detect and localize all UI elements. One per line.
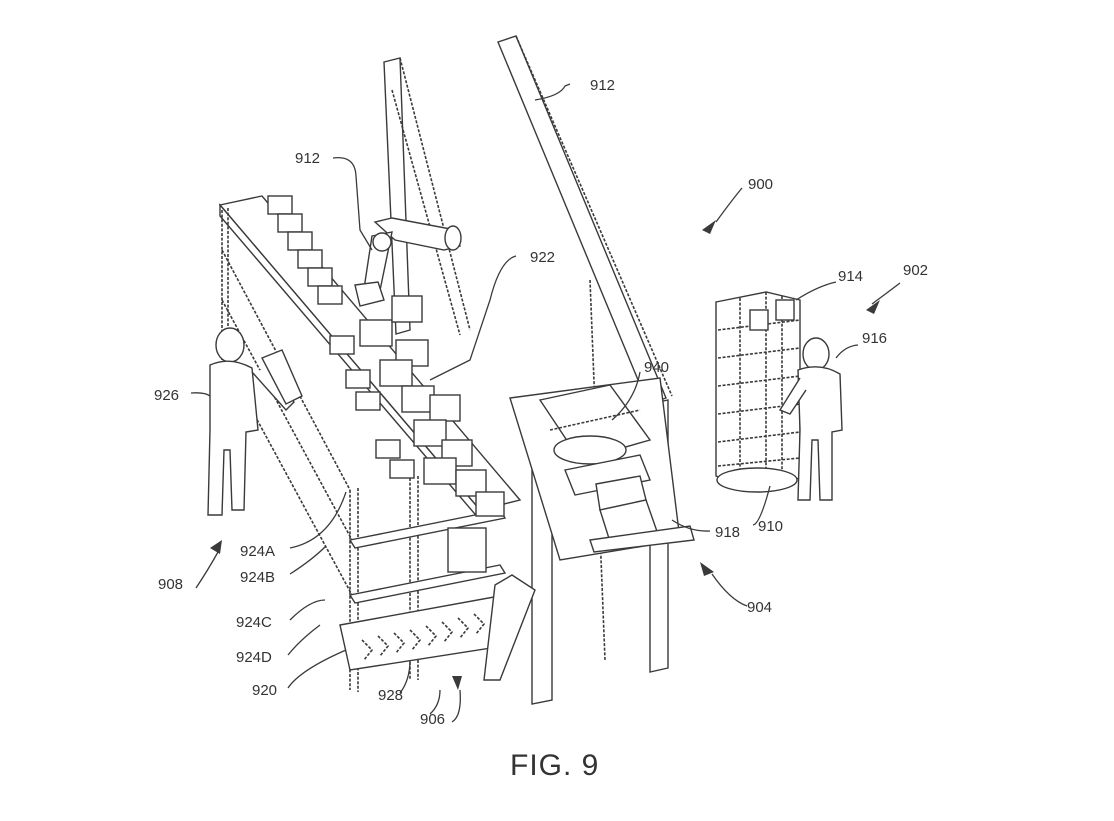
label-924c: 924C bbox=[236, 614, 272, 631]
leader-lines bbox=[190, 83, 901, 723]
robot-arm bbox=[354, 217, 462, 307]
label-900: 900 bbox=[748, 176, 773, 193]
label-902: 902 bbox=[903, 262, 928, 279]
label-904: 904 bbox=[747, 599, 772, 616]
label-916: 916 bbox=[862, 330, 887, 347]
arrows bbox=[210, 220, 880, 690]
label-912-left: 912 bbox=[295, 150, 320, 167]
label-906: 906 bbox=[420, 711, 445, 728]
label-908: 908 bbox=[158, 576, 183, 593]
figure-caption: FIG. 9 bbox=[510, 749, 599, 782]
totes bbox=[267, 195, 505, 573]
label-924a: 924A bbox=[240, 543, 275, 560]
label-924b: 924B bbox=[240, 569, 275, 586]
worker-right bbox=[778, 337, 843, 501]
storage-rack bbox=[715, 291, 801, 493]
worker-left bbox=[207, 327, 303, 516]
label-910: 910 bbox=[758, 518, 783, 535]
label-912-right: 912 bbox=[590, 77, 615, 94]
label-928: 928 bbox=[378, 687, 403, 704]
label-924d: 924D bbox=[236, 649, 272, 666]
label-940: 940 bbox=[644, 359, 669, 376]
label-918: 918 bbox=[715, 524, 740, 541]
label-914: 914 bbox=[838, 268, 863, 285]
label-926: 926 bbox=[154, 387, 179, 404]
packing-station bbox=[509, 377, 695, 561]
label-922: 922 bbox=[530, 249, 555, 266]
label-920: 920 bbox=[252, 682, 277, 699]
